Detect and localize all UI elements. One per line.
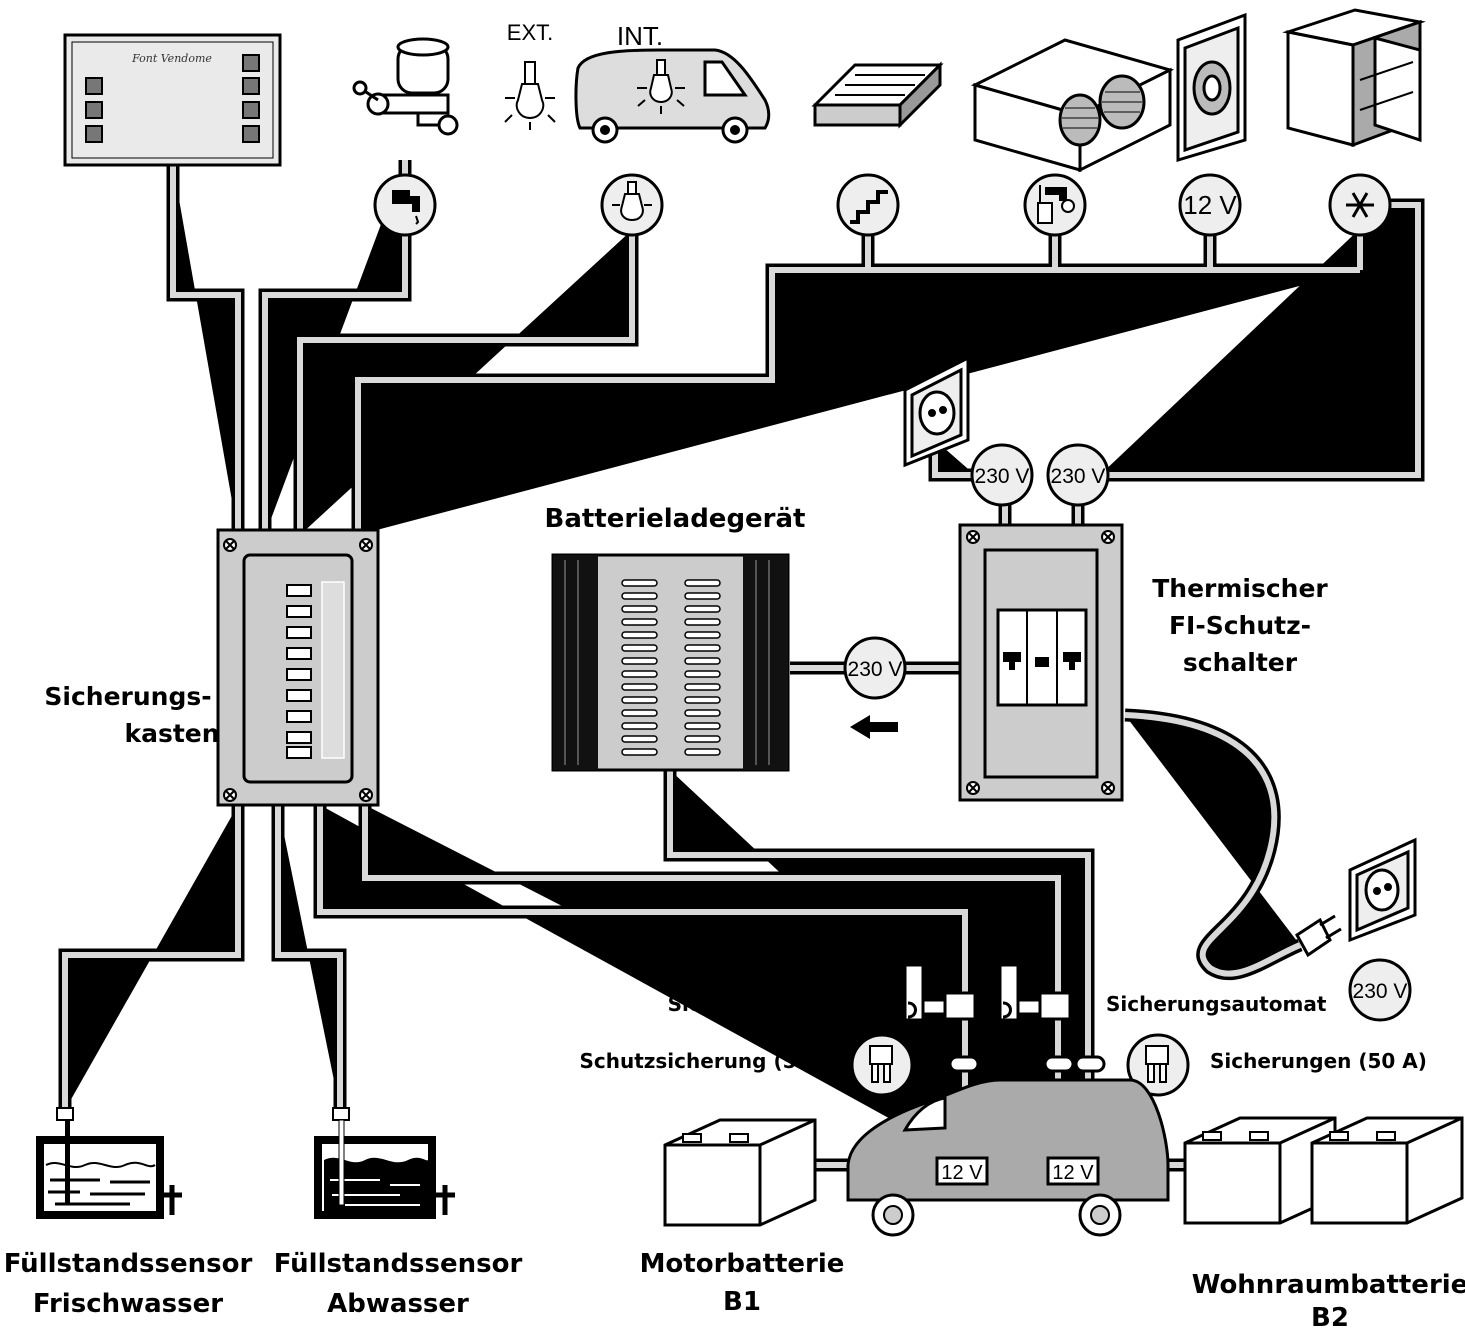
svg-text:12 V: 12 V — [1052, 1162, 1094, 1184]
panel-brand: Font Vendome — [131, 52, 212, 65]
battery-charger — [551, 553, 790, 772]
waste-water-tank — [314, 1107, 455, 1219]
boiler-badge — [1023, 173, 1087, 237]
snowflake-icon — [1346, 192, 1374, 218]
arrow-left-icon — [850, 715, 898, 739]
rcd-label-3: schalter — [1183, 648, 1298, 677]
230v-badge-a: 230 V — [970, 443, 1034, 507]
living-battery-label-1: Wohnraumbatterie — [1192, 1270, 1465, 1300]
vehicle — [846, 1078, 1170, 1237]
svg-text:230 V: 230 V — [1051, 465, 1106, 488]
sensor-waste-label-1: Füllstandssensor — [274, 1249, 523, 1279]
step-device — [811, 61, 944, 129]
svg-text:12 V: 12 V — [941, 1162, 983, 1184]
motor-battery-label-1: Motorbatterie — [640, 1249, 845, 1279]
living-battery-label-2: B2 — [1311, 1303, 1349, 1331]
inline-fuses — [948, 1055, 1106, 1073]
12v-badge: 12 V — [1178, 173, 1242, 237]
charger-label: Batterieladegerät — [545, 504, 806, 534]
sensor-waste-label-2: Abwasser — [327, 1289, 469, 1319]
svg-text:230 V: 230 V — [975, 465, 1030, 488]
230v-badge-charger: 230 V — [843, 636, 907, 700]
stairs-icon — [850, 190, 888, 224]
svg-text:230 V: 230 V — [1353, 980, 1408, 1003]
fridge — [1282, 8, 1426, 148]
van-icon — [574, 48, 771, 144]
rcd-label-2: FI-Schutz- — [1169, 611, 1311, 640]
wall-socket-230v — [903, 355, 970, 468]
water-tap-icon — [392, 190, 420, 225]
fuse-box-label-2: kasten — [124, 719, 219, 748]
heater-unit — [970, 38, 1175, 173]
fuse-right-label: Sicherungen (50 A) — [1210, 1049, 1427, 1073]
shore-socket — [1348, 837, 1417, 943]
12v-socket-device — [1176, 12, 1247, 163]
cb-right-label: Sicherungsautomat — [1106, 992, 1327, 1016]
cb-left-label: Sicherungsautomat — [668, 992, 889, 1016]
motor-battery — [663, 1118, 817, 1227]
power-plug — [1295, 914, 1342, 958]
fuse-box-label-1: Sicherungs- — [44, 682, 211, 711]
ext-bulb-icon — [504, 61, 556, 130]
fuse-left-label: Schutzsicherung (50 A) — [579, 1049, 842, 1073]
blade-fuse-icon — [869, 1045, 893, 1083]
svg-text:230 V: 230 V — [848, 658, 903, 681]
rcd-label-1: Thermischer — [1152, 574, 1328, 603]
boiler-icon — [1037, 185, 1075, 224]
control-panel: Font Vendome — [63, 33, 282, 167]
12v-terminal-left: 12 V — [935, 1156, 989, 1186]
light-badge — [600, 173, 664, 237]
fridge-badge — [1328, 173, 1392, 237]
circuit-breaker-right — [998, 963, 1072, 1022]
230v-badge-b: 230 V — [1046, 443, 1110, 507]
fresh-water-tank — [36, 1107, 182, 1219]
fuse-box — [216, 528, 380, 807]
motor-battery-label-2: B1 — [723, 1287, 761, 1317]
rcd-breaker — [958, 523, 1124, 802]
blade-fuse-icon — [1145, 1045, 1169, 1083]
light-bulb-icon — [612, 181, 652, 222]
12v-socket-icon: 12 V — [1183, 190, 1237, 220]
int-label: INT. — [617, 21, 663, 51]
water-pump — [352, 37, 459, 136]
230v-badge-plug: 230 V — [1348, 958, 1412, 1022]
fuse-badge-right — [1126, 1033, 1190, 1097]
fuse-badge-left — [850, 1033, 914, 1097]
ext-label: EXT. — [507, 20, 553, 45]
sensor-fresh-label-1: Füllstandssensor — [4, 1249, 253, 1279]
step-badge — [836, 173, 900, 237]
circuit-breaker-left — [903, 963, 977, 1022]
sensor-fresh-label-2: Frischwasser — [33, 1289, 223, 1319]
living-battery-2 — [1310, 1116, 1464, 1225]
12v-terminal-right: 12 V — [1046, 1156, 1100, 1186]
pump-badge — [373, 173, 437, 237]
